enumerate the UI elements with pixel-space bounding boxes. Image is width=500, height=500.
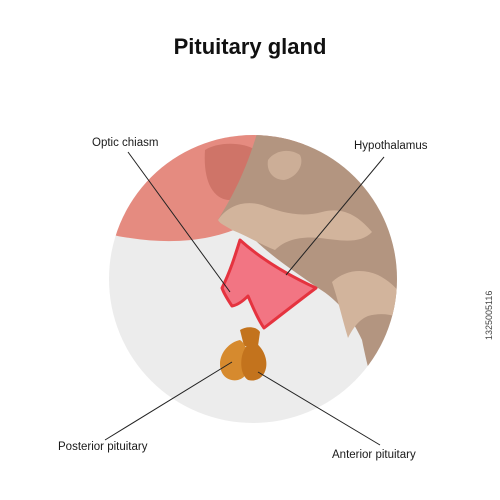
anterior-pituitary-label: Anterior pituitary [332, 449, 416, 461]
posterior-pituitary-label: Posterior pituitary [58, 441, 148, 453]
brain-highlight [267, 150, 302, 180]
optic-chiasm-leader [127, 151, 231, 293]
anterior-pituitary [241, 342, 267, 381]
optic-chiasm-label: Optic chiasm [92, 137, 159, 149]
brain-highlight [218, 203, 372, 250]
brain-tissue [218, 135, 397, 420]
diagram-title: Pituitary gland [173, 34, 327, 59]
brain-highlight [332, 270, 397, 338]
hypothalamus-leader [285, 156, 385, 276]
posterior-pituitary [220, 340, 249, 381]
pituitary-stalk [240, 327, 260, 346]
hypothalamus-region [220, 238, 318, 330]
posterior-pituitary-leader [104, 361, 233, 441]
stock-id: 1325005116 [484, 290, 494, 340]
anterior-pituitary-leader [257, 371, 381, 446]
hypothalamus-label: Hypothalamus [354, 140, 428, 152]
